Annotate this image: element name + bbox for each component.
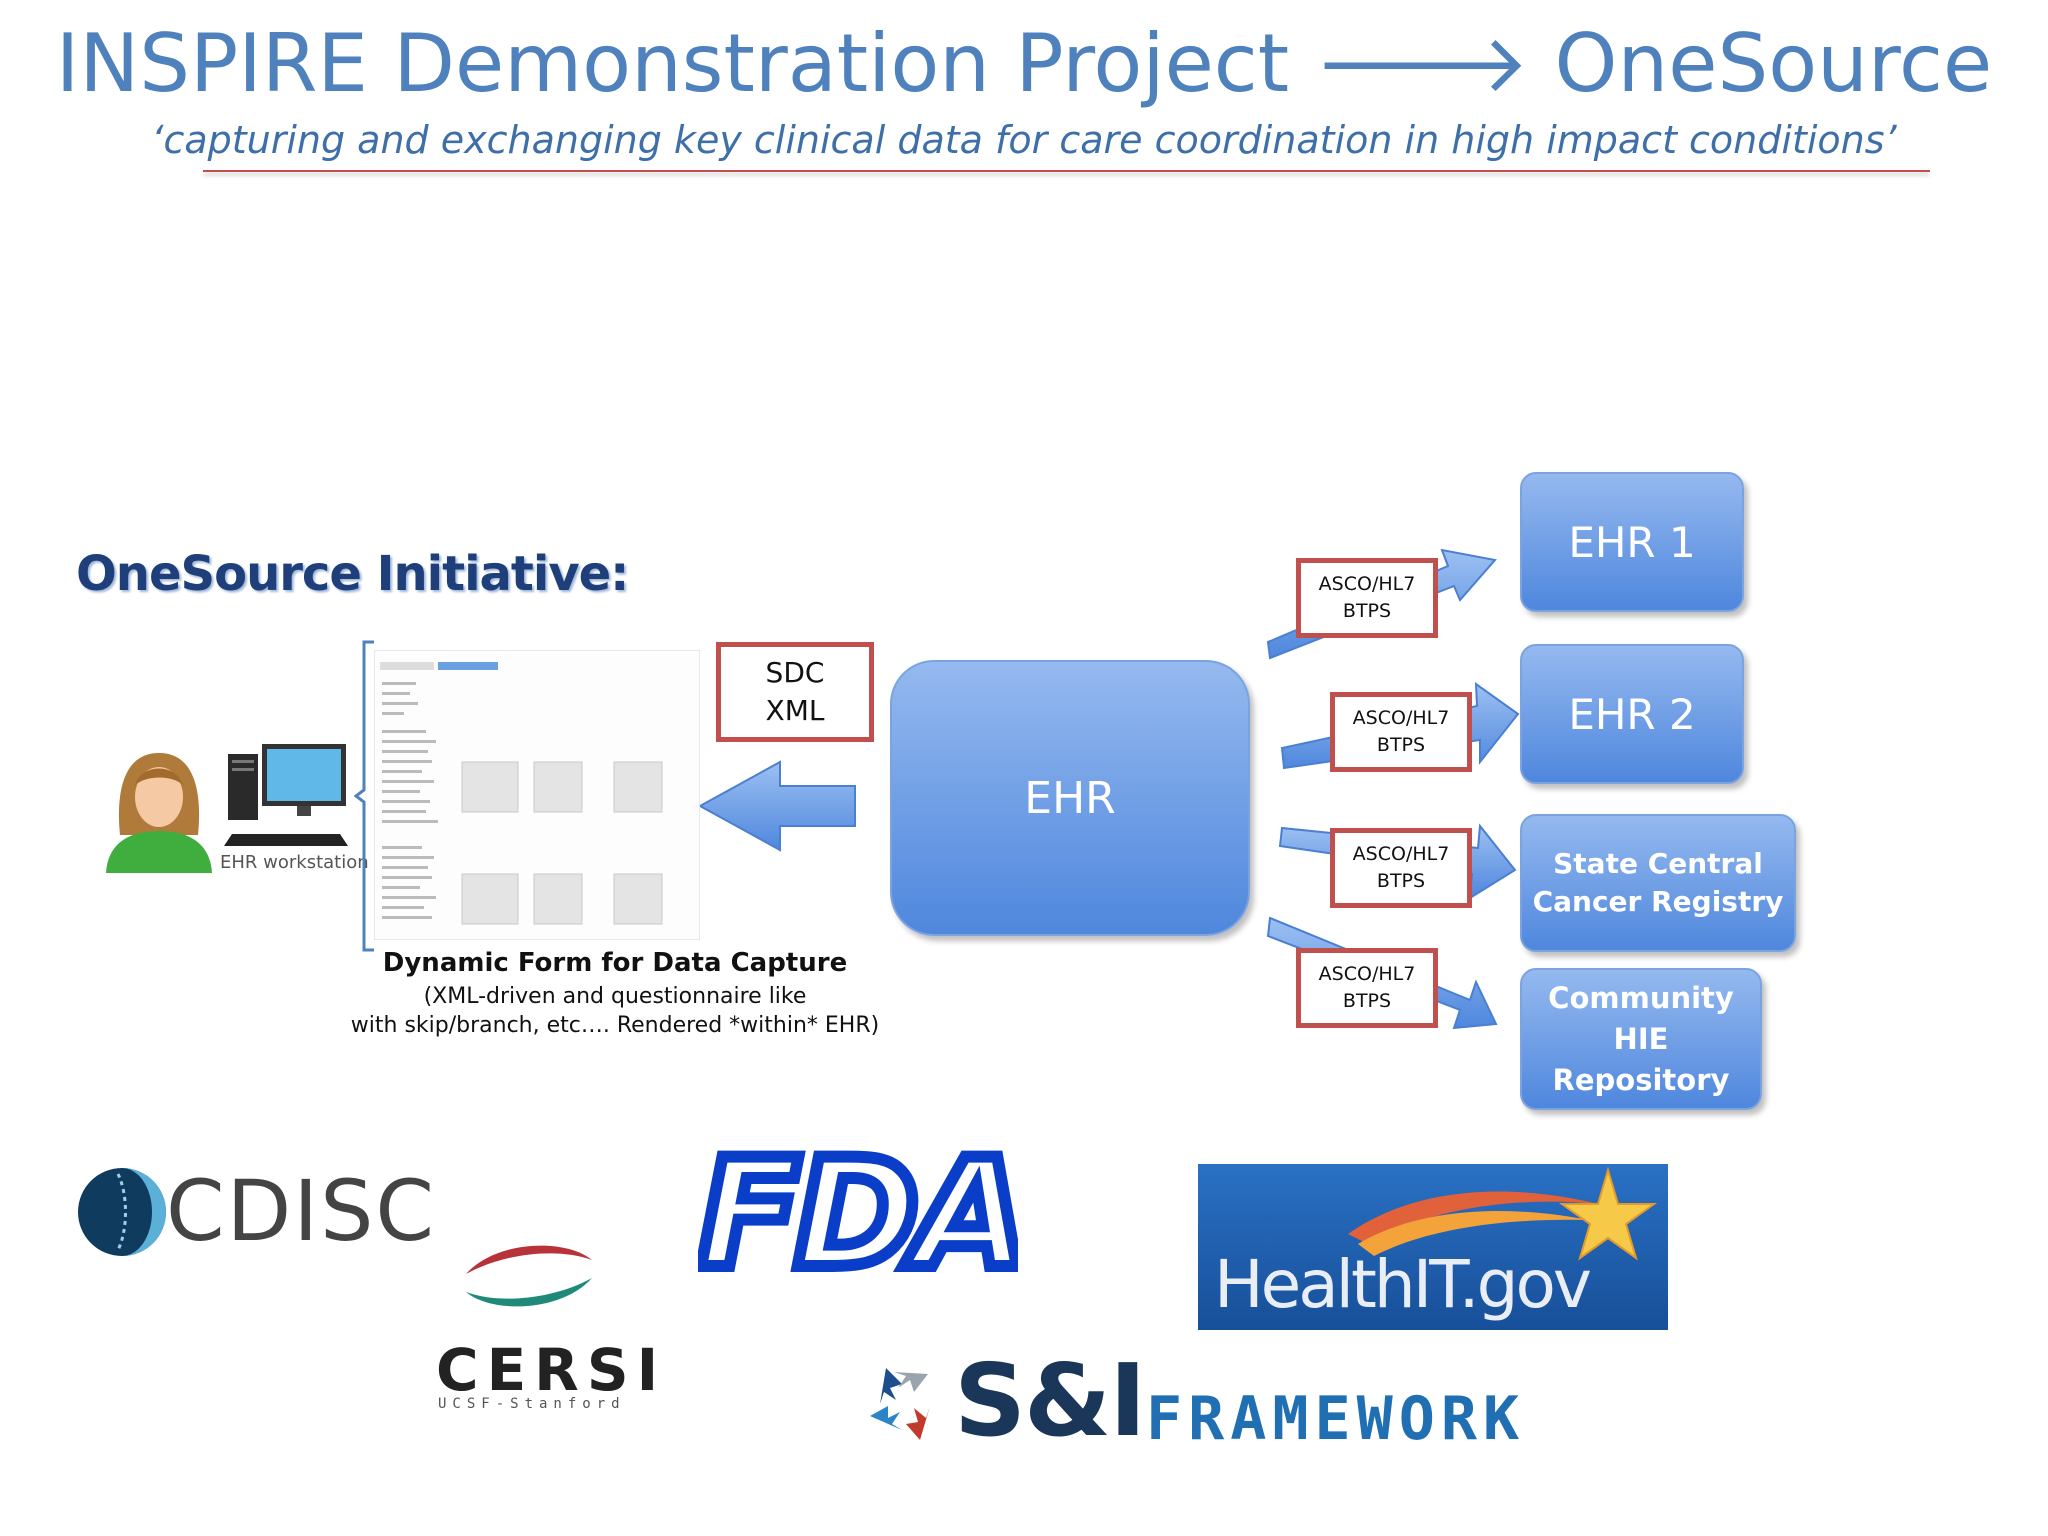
target-ehr1: EHR 1 (1520, 472, 1744, 612)
title-text: INSPIRE Demonstration Project (55, 17, 1290, 110)
form-caption: Dynamic Form for Data Capture (XML-drive… (320, 948, 910, 1038)
protocol-label-ehr1: ASCO/HL7 BTPS (1296, 558, 1438, 638)
si-framework-arrows-icon (870, 1368, 930, 1440)
healthit-logo-text: HealthIT.gov (1214, 1246, 1592, 1323)
cdisc-logo-text: CDISC (166, 1162, 437, 1260)
cersi-logo-subtext: UCSF-Stanford (438, 1396, 626, 1412)
cersi-logo-text: CERSI (436, 1336, 667, 1404)
fda-logo: FDA (698, 1150, 1018, 1280)
workstation-label: EHR workstation (220, 852, 369, 873)
healthit-swoosh-icon (1348, 1166, 1658, 1261)
form-caption-title: Dynamic Form for Data Capture (382, 948, 848, 978)
sdc-xml-label: SDC XML (716, 642, 874, 742)
si-logo-text: S&I (954, 1342, 1146, 1459)
cdisc-logo-icon (78, 1168, 166, 1256)
arrow-right-icon: 🡒 (1314, 17, 1530, 110)
title-divider (203, 170, 1930, 172)
page-subtitle: ‘capturing and exchanging key clinical d… (151, 118, 1897, 162)
user-avatar-icon (102, 745, 216, 873)
form-caption-line2: with skip/branch, etc…. Rendered *within… (350, 1013, 880, 1038)
protocol-label-ehr2: ASCO/HL7 BTPS (1330, 692, 1472, 772)
form-caption-line1: (XML-driven and questionnaire like (423, 984, 807, 1009)
ehr-central-box: EHR (890, 660, 1250, 936)
initiative-heading: OneSource Initiative: (76, 546, 629, 602)
arrow-to-form (697, 760, 856, 852)
page-title: INSPIRE Demonstration Project 🡒 OneSourc… (0, 14, 2048, 111)
healthit-logo: HealthIT.gov (1198, 1164, 1668, 1330)
protocol-label-registry: ASCO/HL7 BTPS (1330, 828, 1472, 908)
computer-icon (224, 744, 348, 846)
target-hie: Community HIE Repository (1520, 968, 1762, 1110)
target-registry: State Central Cancer Registry (1520, 814, 1796, 952)
cersi-swoosh-icon (466, 1245, 592, 1307)
fda-logo-text: FDA (698, 1150, 1018, 1280)
si-logo-subtext: FRAMEWORK (1146, 1384, 1526, 1454)
title-suffix: OneSource (1554, 17, 1993, 110)
target-ehr2: EHR 2 (1520, 644, 1744, 784)
form-bracket (354, 640, 374, 952)
protocol-label-hie: ASCO/HL7 BTPS (1296, 948, 1438, 1028)
form-thumbnail (374, 650, 700, 940)
